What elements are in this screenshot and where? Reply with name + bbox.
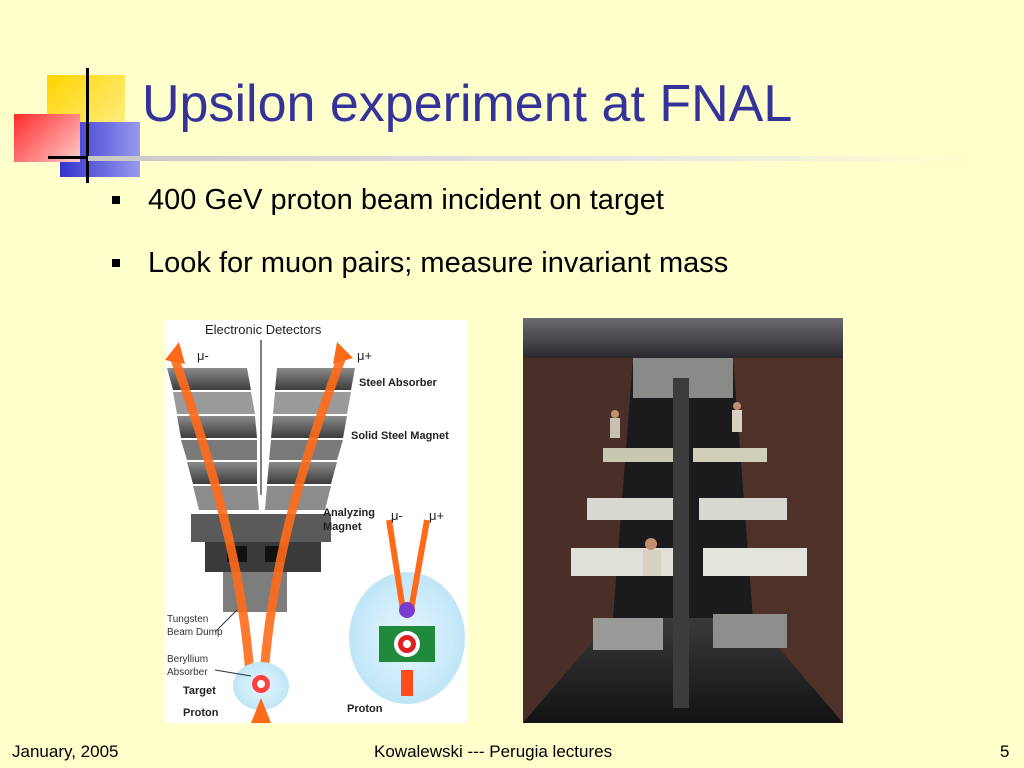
label-solid-steel-magnet: Solid Steel Magnet: [351, 430, 449, 442]
label-proton: Proton: [183, 707, 219, 719]
label-mu-plus: μ+: [357, 348, 372, 363]
left-magnet-lower: [187, 462, 257, 484]
footer-author: Kowalewski --- Perugia lectures: [374, 742, 613, 761]
photo-ceiling: [523, 318, 843, 358]
bullet-text: 400 GeV proton beam incident on target: [148, 184, 664, 216]
label-analyzing-line1: Analyzing: [323, 507, 375, 519]
label-beryllium-line2: Absorber: [167, 667, 208, 678]
label-beryllium-line1: Beryllium: [167, 654, 208, 665]
inset-label-mu-plus: μ+: [429, 508, 444, 523]
label-mu-minus: μ-: [197, 348, 209, 363]
bullet-text: Look for muon pairs; measure invariant m…: [148, 247, 729, 279]
left-magnet-top: [177, 416, 257, 438]
detector-hall-photo-svg: [523, 318, 843, 723]
label-steel-absorber: Steel Absorber: [359, 377, 438, 389]
proton-beam-arrow-icon: [251, 698, 271, 723]
right-magnet-top: [271, 416, 347, 438]
left-magnet-base: [193, 486, 259, 510]
photo-person: [610, 418, 620, 438]
inset-proton-beam: [401, 670, 413, 696]
photo-equipment: [713, 614, 787, 648]
mu-plus-arrow-icon: [333, 342, 353, 364]
left-magnet: [181, 440, 257, 460]
label-tungsten-line2: Beam Dump: [167, 627, 223, 638]
photo-chamber: [699, 498, 787, 520]
bullet-square-icon: [112, 259, 120, 267]
photo-equipment: [593, 618, 663, 650]
inset-collision-icon: [399, 602, 415, 618]
inset-mu-plus-track: [408, 519, 430, 611]
label-electronic-detectors: Electronic Detectors: [205, 322, 322, 337]
detector-diagram-svg: Electronic Detectors μ- μ+ Steel Absorbe…: [165, 322, 465, 723]
photo-person: [611, 410, 619, 418]
photo-person: [645, 538, 657, 550]
mu-minus-arrow-icon: [165, 342, 185, 364]
footer-date: January, 2005: [12, 742, 119, 761]
right-steel-absorber: [275, 368, 355, 390]
inset-mu-minus-track: [386, 519, 406, 611]
inset-label-proton: Proton: [347, 703, 383, 715]
photo-person: [732, 410, 742, 432]
analyzing-magnet-core: [205, 542, 321, 572]
deco-red-square: [14, 114, 80, 162]
title-decoration: [0, 0, 150, 190]
footer-page-number: 5: [1000, 742, 1010, 761]
mu-minus-track: [168, 352, 256, 691]
bullet-square-icon: [112, 196, 120, 204]
label-tungsten-line1: Tungsten: [167, 614, 208, 625]
right-absorber-layer: [273, 392, 351, 414]
photo-chamber: [587, 498, 677, 520]
beryllium-pointer: [214, 669, 252, 677]
detector-hall-photo: [523, 318, 843, 723]
inset-label-mu-minus: μ-: [391, 508, 403, 523]
title-underline: [88, 156, 972, 161]
photo-chamber: [703, 548, 807, 576]
label-target: Target: [183, 685, 216, 697]
inset-target-center: [403, 640, 411, 648]
photo-beam-pipe: [673, 378, 689, 708]
detector-diagram: Electronic Detectors μ- μ+ Steel Absorbe…: [165, 320, 468, 723]
mu-plus-track: [258, 352, 348, 691]
analyzing-magnet-body: [191, 514, 331, 542]
deco-vertical-line: [86, 68, 89, 183]
photo-chamber: [693, 448, 767, 462]
tungsten-pointer: [214, 609, 238, 633]
photo-person: [733, 402, 741, 410]
photo-chamber: [603, 448, 683, 462]
photo-person: [643, 550, 661, 576]
slide-title: Upsilon experiment at FNAL: [142, 75, 793, 133]
label-analyzing-line2: Magnet: [323, 521, 362, 533]
target-center: [257, 680, 265, 688]
